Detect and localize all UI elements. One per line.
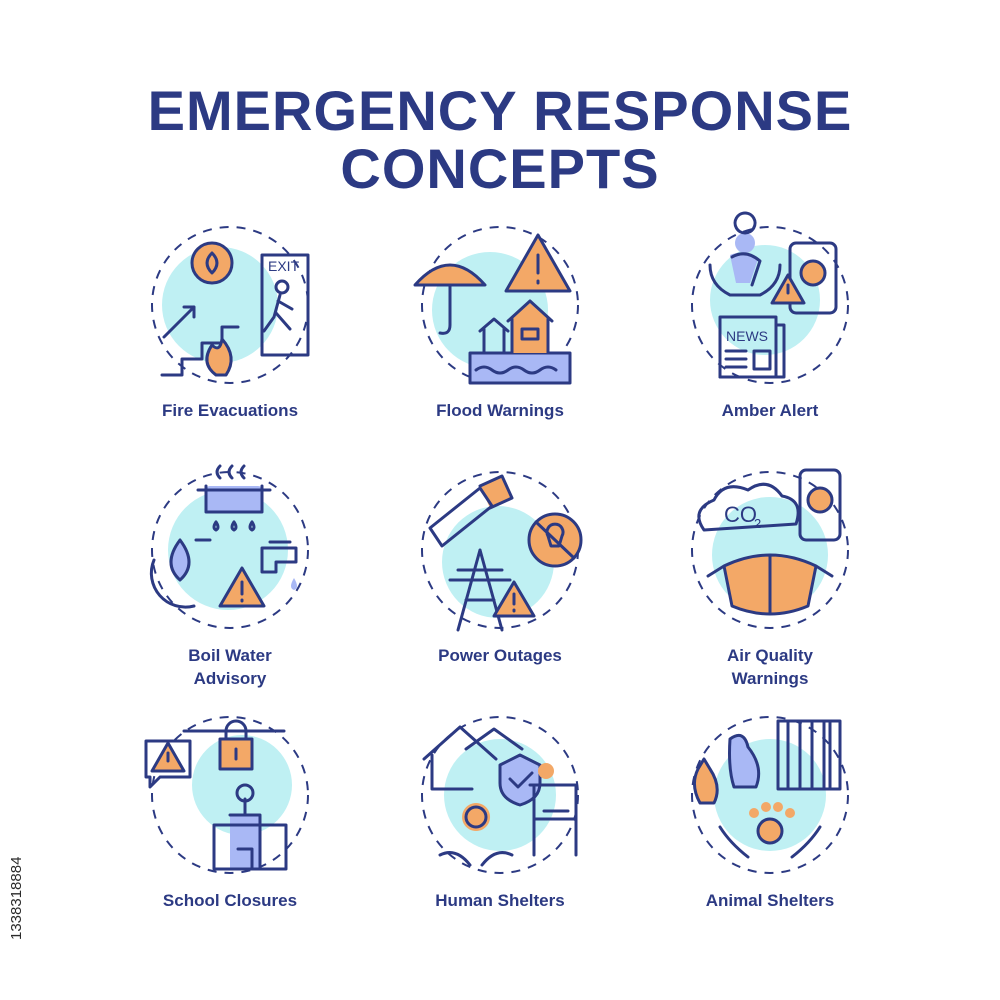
animal-shelter-icon	[691, 716, 849, 874]
caption-school-closures: School Closures	[162, 891, 298, 910]
concept-power-outages: Power Outages	[370, 470, 630, 710]
stock-id-watermark: 1338318884	[8, 856, 25, 940]
caption-fire-evacuations: Fire Evacuations	[161, 401, 299, 420]
co2-label: CO	[724, 502, 757, 527]
fire-evacuation-icon: EXIT	[151, 226, 310, 384]
concept-fire-evacuations: EXIT Fire Evacuations	[100, 225, 360, 465]
power-outage-icon	[421, 471, 583, 632]
caption-flood-warnings: Flood Warnings	[436, 401, 564, 420]
concept-flood-warnings: Flood Warnings	[370, 225, 630, 465]
caption-animal-shelters: Animal Shelters	[705, 891, 835, 910]
flood-warning-icon	[413, 226, 579, 385]
concept-amber-alert: NEWS Amber Alert	[640, 211, 900, 465]
exit-sign: EXIT	[268, 258, 300, 274]
school-closure-icon	[144, 716, 309, 874]
caption-human-shelters: Human Shelters	[435, 891, 565, 910]
caption-amber-alert: Amber Alert	[721, 401, 819, 420]
human-shelter-icon	[421, 716, 579, 874]
air-quality-icon: CO 2	[691, 468, 849, 629]
boil-water-icon	[149, 464, 309, 629]
concept-animal-shelters: Animal Shelters	[640, 715, 900, 955]
page-title-line-1: EMERGENCY RESPONSE	[147, 79, 853, 142]
caption-power-outages: Power Outages	[438, 646, 562, 665]
caption-boil-water-advisory: Boil Water Advisory	[188, 646, 272, 688]
concept-school-closures: School Closures	[100, 715, 360, 955]
concept-human-shelters: Human Shelters	[370, 715, 630, 955]
page-title-line-2: CONCEPTS	[340, 137, 660, 200]
news-sign: NEWS	[726, 328, 768, 344]
caption-air-quality-warnings: Air Quality Warnings	[727, 646, 813, 688]
svg-text:2: 2	[754, 516, 761, 531]
concept-boil-water-advisory: Boil Water Advisory	[100, 464, 360, 710]
concept-air-quality-warnings: CO 2 Air Quality Warnings	[640, 468, 900, 710]
amber-alert-icon: NEWS	[691, 211, 849, 384]
